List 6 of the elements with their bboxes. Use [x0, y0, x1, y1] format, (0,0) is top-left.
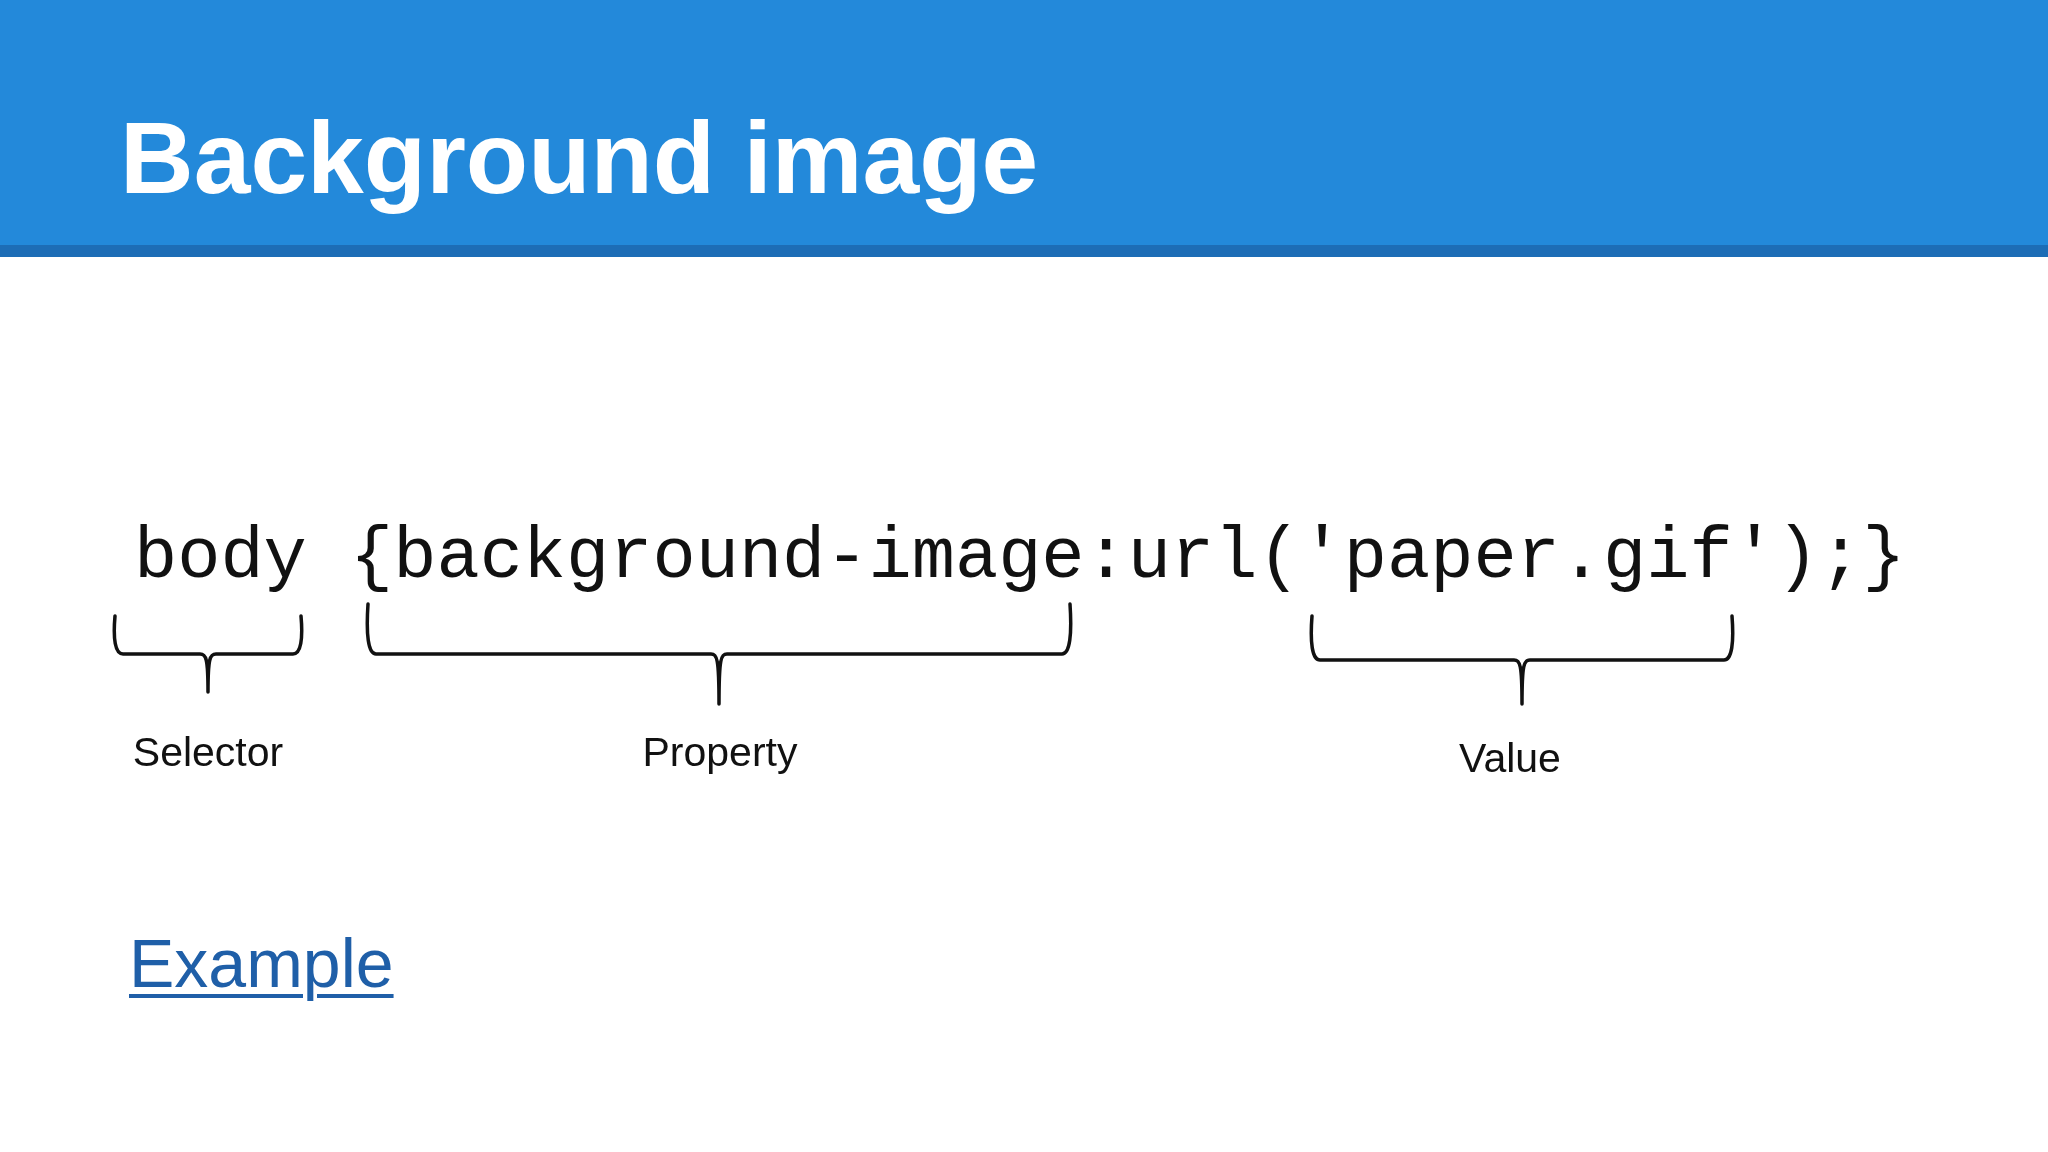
example-link: Example [129, 924, 394, 1003]
code-line: body {background-image:url('paper.gif');} [134, 516, 1906, 601]
annotation-label: Value [1459, 734, 1561, 783]
slide-title: Background image [120, 100, 1039, 217]
annotation-label: Property [642, 728, 798, 777]
annotation-label: Selector [132, 728, 284, 777]
